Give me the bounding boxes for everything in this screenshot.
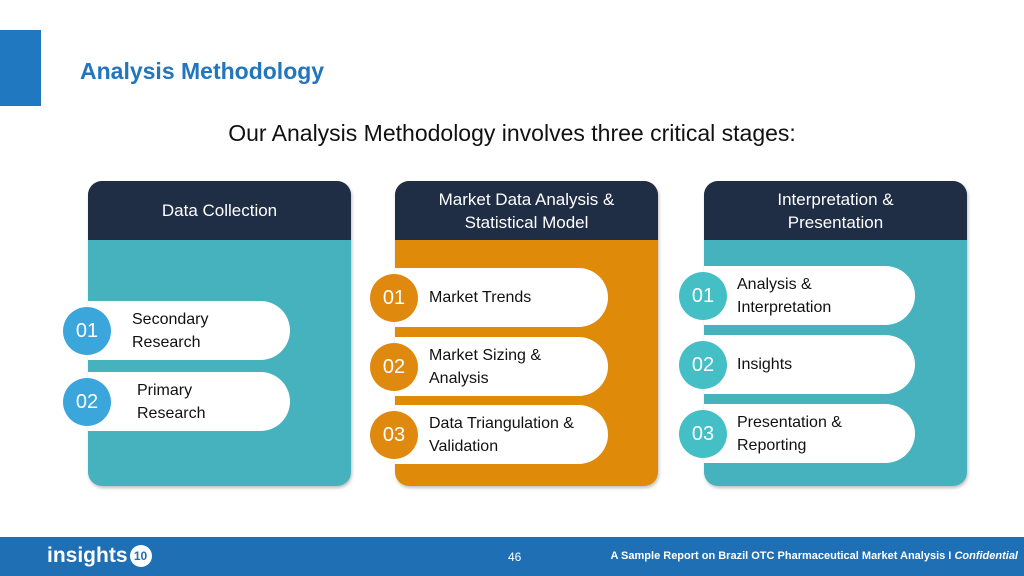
step-number-badge: 03 bbox=[679, 410, 727, 458]
logo-text: insights bbox=[47, 544, 128, 567]
list-item: Market Trends bbox=[395, 268, 608, 327]
list-item: Market Sizing & Analysis bbox=[395, 337, 608, 396]
list-item: Primary Research bbox=[88, 372, 290, 431]
column-header: Data Collection bbox=[88, 181, 351, 240]
step-number-badge: 03 bbox=[370, 411, 418, 459]
list-item: Insights bbox=[704, 335, 915, 394]
page-number: 46 bbox=[508, 550, 522, 564]
page-title: Analysis Methodology bbox=[80, 58, 325, 84]
step-number-badge: 02 bbox=[370, 343, 418, 391]
step-number-badge: 01 bbox=[679, 272, 727, 320]
item-label: Primary Research bbox=[137, 381, 206, 422]
item-label: Market Trends bbox=[429, 289, 532, 306]
step-number-badge: 01 bbox=[63, 307, 111, 355]
item-label: Market Sizing & Analysis bbox=[429, 346, 542, 387]
confidential-label: Confidential bbox=[954, 550, 1018, 562]
item-label: Secondary Research bbox=[132, 310, 209, 351]
step-number-badge: 02 bbox=[679, 341, 727, 389]
item-label: Insights bbox=[737, 356, 793, 373]
logo-badge: 10 bbox=[129, 545, 152, 567]
item-label: Analysis & Interpretation bbox=[737, 275, 832, 316]
list-item: Presentation & Reporting bbox=[704, 404, 915, 463]
step-number-badge: 02 bbox=[63, 378, 111, 426]
list-item: Data Triangulation & Validation bbox=[395, 405, 608, 464]
footer-note: A Sample Report on Brazil OTC Pharmaceut… bbox=[610, 550, 1018, 562]
footer-note-text: A Sample Report on Brazil OTC Pharmaceut… bbox=[610, 550, 955, 562]
step-number-badge: 01 bbox=[370, 274, 418, 322]
page-subtitle: Our Analysis Methodology involves three … bbox=[228, 120, 796, 146]
item-label: Presentation & Reporting bbox=[737, 413, 842, 454]
column-header: Interpretation & Presentation bbox=[704, 181, 967, 240]
list-item: Secondary Research bbox=[88, 301, 290, 360]
column-header: Market Data Analysis & Statistical Model bbox=[395, 181, 658, 240]
list-item: Analysis & Interpretation bbox=[704, 266, 915, 325]
item-label: Data Triangulation & Validation bbox=[429, 414, 574, 455]
accent-bar bbox=[0, 30, 41, 106]
